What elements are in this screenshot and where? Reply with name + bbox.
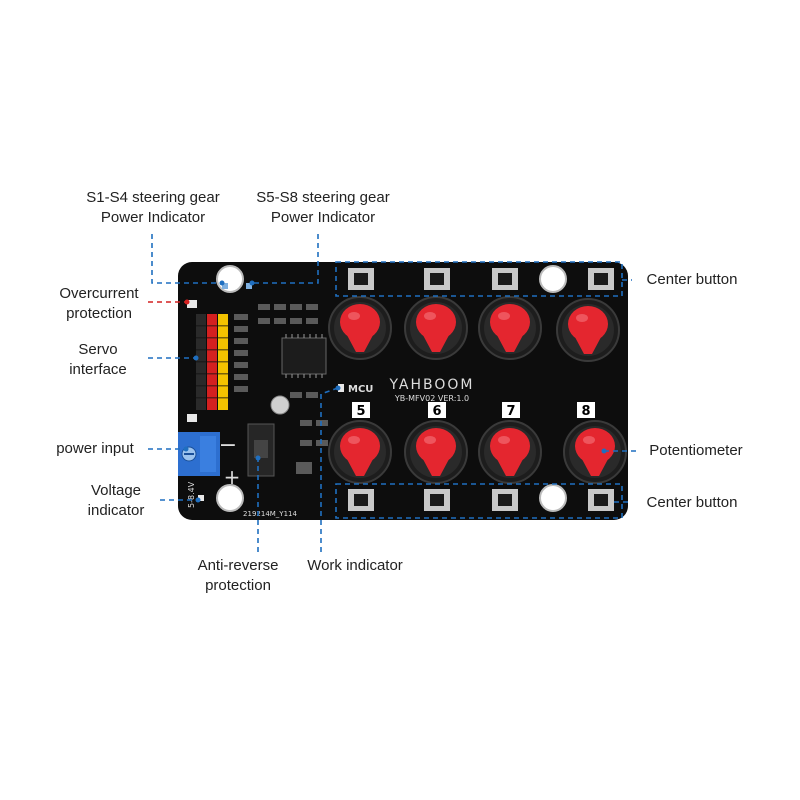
knob-2 xyxy=(404,296,468,360)
minus-mark: − xyxy=(219,433,237,458)
label-anti-reverse-protection: Anti-reverse protection xyxy=(186,556,290,596)
knob-4 xyxy=(556,298,620,362)
overcurrent-fuse xyxy=(187,300,197,308)
label-s1-s4-line2: Power Indicator xyxy=(100,209,206,226)
leader-work-indicator xyxy=(320,387,339,552)
mcu-chip xyxy=(281,334,327,378)
label-potentiometer: Potentiometer xyxy=(638,441,754,461)
label-voltage-line1: Voltage xyxy=(90,482,142,499)
knob-6 xyxy=(404,420,468,484)
label-s5-s8-power-indicator: S5-S8 steering gear Power Indicator xyxy=(244,188,402,228)
leader-lines xyxy=(148,234,636,552)
knob-number-5: 5 xyxy=(356,404,365,419)
s5-s8-led xyxy=(246,283,252,289)
label-voltage-indicator: Voltage indicator xyxy=(76,481,156,521)
button-bottom-4 xyxy=(588,489,614,511)
label-power-input-text: power input xyxy=(56,440,134,457)
button-top-2 xyxy=(424,268,450,290)
label-overcurrent-protection: Overcurrent protection xyxy=(50,284,148,324)
knob-8 xyxy=(563,420,627,484)
serial-text: 219214M_Y114 xyxy=(243,510,297,518)
label-anti-reverse-line2: protection xyxy=(205,577,271,594)
label-s1-s4-line1: S1-S4 steering gear xyxy=(86,189,220,206)
fuse-f2 xyxy=(187,414,197,422)
regulator xyxy=(247,423,275,477)
leader-s1-s4 xyxy=(151,234,222,284)
label-s1-s4-power-indicator: S1-S4 steering gear Power Indicator xyxy=(76,188,230,228)
brand-logo: YAHBOOM xyxy=(388,377,474,393)
label-center-button-bottom: Center button xyxy=(636,493,748,513)
label-center-button-top-text: Center button xyxy=(646,271,738,288)
voltage-mark: 5-8.4V xyxy=(187,481,196,508)
power-terminal xyxy=(178,432,220,476)
knob-number-labels: 5 6 7 8 xyxy=(352,402,595,419)
small-components xyxy=(234,304,328,474)
mounting-hole-top-right xyxy=(539,265,567,293)
label-servo-interface: Servo interface xyxy=(56,340,140,380)
label-overcurrent-line1: Overcurrent xyxy=(59,285,139,302)
label-center-button-bottom-text: Center button xyxy=(646,494,738,511)
mounting-hole-bottom-left xyxy=(216,484,244,512)
label-work-indicator-text: Work indicator xyxy=(307,557,403,574)
knob-number-6: 6 xyxy=(432,404,441,419)
label-servo-line1: Servo xyxy=(78,341,118,358)
label-s5-s8-line2: Power Indicator xyxy=(270,209,376,226)
button-top-3 xyxy=(492,268,518,290)
leader-dots xyxy=(183,280,607,503)
bottom-buttons xyxy=(348,489,614,511)
model-text: YB-MFV02 VER:1.0 xyxy=(394,394,469,403)
mounting-holes xyxy=(216,265,567,512)
label-power-input: power input xyxy=(44,439,146,459)
button-bottom-2 xyxy=(424,489,450,511)
knob-1 xyxy=(328,296,392,360)
crystal xyxy=(270,395,290,415)
label-servo-line2: interface xyxy=(69,361,127,378)
knob-7 xyxy=(478,420,542,484)
top-buttons xyxy=(348,268,614,290)
mcu-led xyxy=(338,384,344,392)
label-anti-reverse-line1: Anti-reverse xyxy=(197,557,279,574)
label-s5-s8-line1: S5-S8 steering gear xyxy=(256,189,390,206)
voltage-led xyxy=(198,495,204,501)
mcu-text: MCU xyxy=(348,384,373,395)
knob-number-8: 8 xyxy=(581,404,590,419)
button-bottom-1 xyxy=(348,489,374,511)
label-potentiometer-text: Potentiometer xyxy=(649,442,743,459)
knob-5 xyxy=(328,420,392,484)
label-overcurrent-line2: protection xyxy=(66,305,132,322)
s1-s4-led xyxy=(222,283,228,289)
leader-box-bottom-buttons xyxy=(335,483,623,519)
button-top-1 xyxy=(348,268,374,290)
label-voltage-line2: indicator xyxy=(87,502,145,519)
button-top-4 xyxy=(588,268,614,290)
plus-mark: + xyxy=(224,465,241,489)
leader-s5-s8 xyxy=(252,234,319,284)
mounting-hole-top-left xyxy=(216,265,244,293)
button-bottom-3 xyxy=(492,489,518,511)
servo-header xyxy=(196,314,228,410)
leader-box-top-buttons xyxy=(335,261,623,297)
knob-3 xyxy=(478,296,542,360)
mounting-hole-bottom-right xyxy=(539,484,567,512)
label-center-button-top: Center button xyxy=(636,270,748,290)
label-work-indicator: Work indicator xyxy=(296,556,414,576)
knob-number-7: 7 xyxy=(506,404,515,419)
